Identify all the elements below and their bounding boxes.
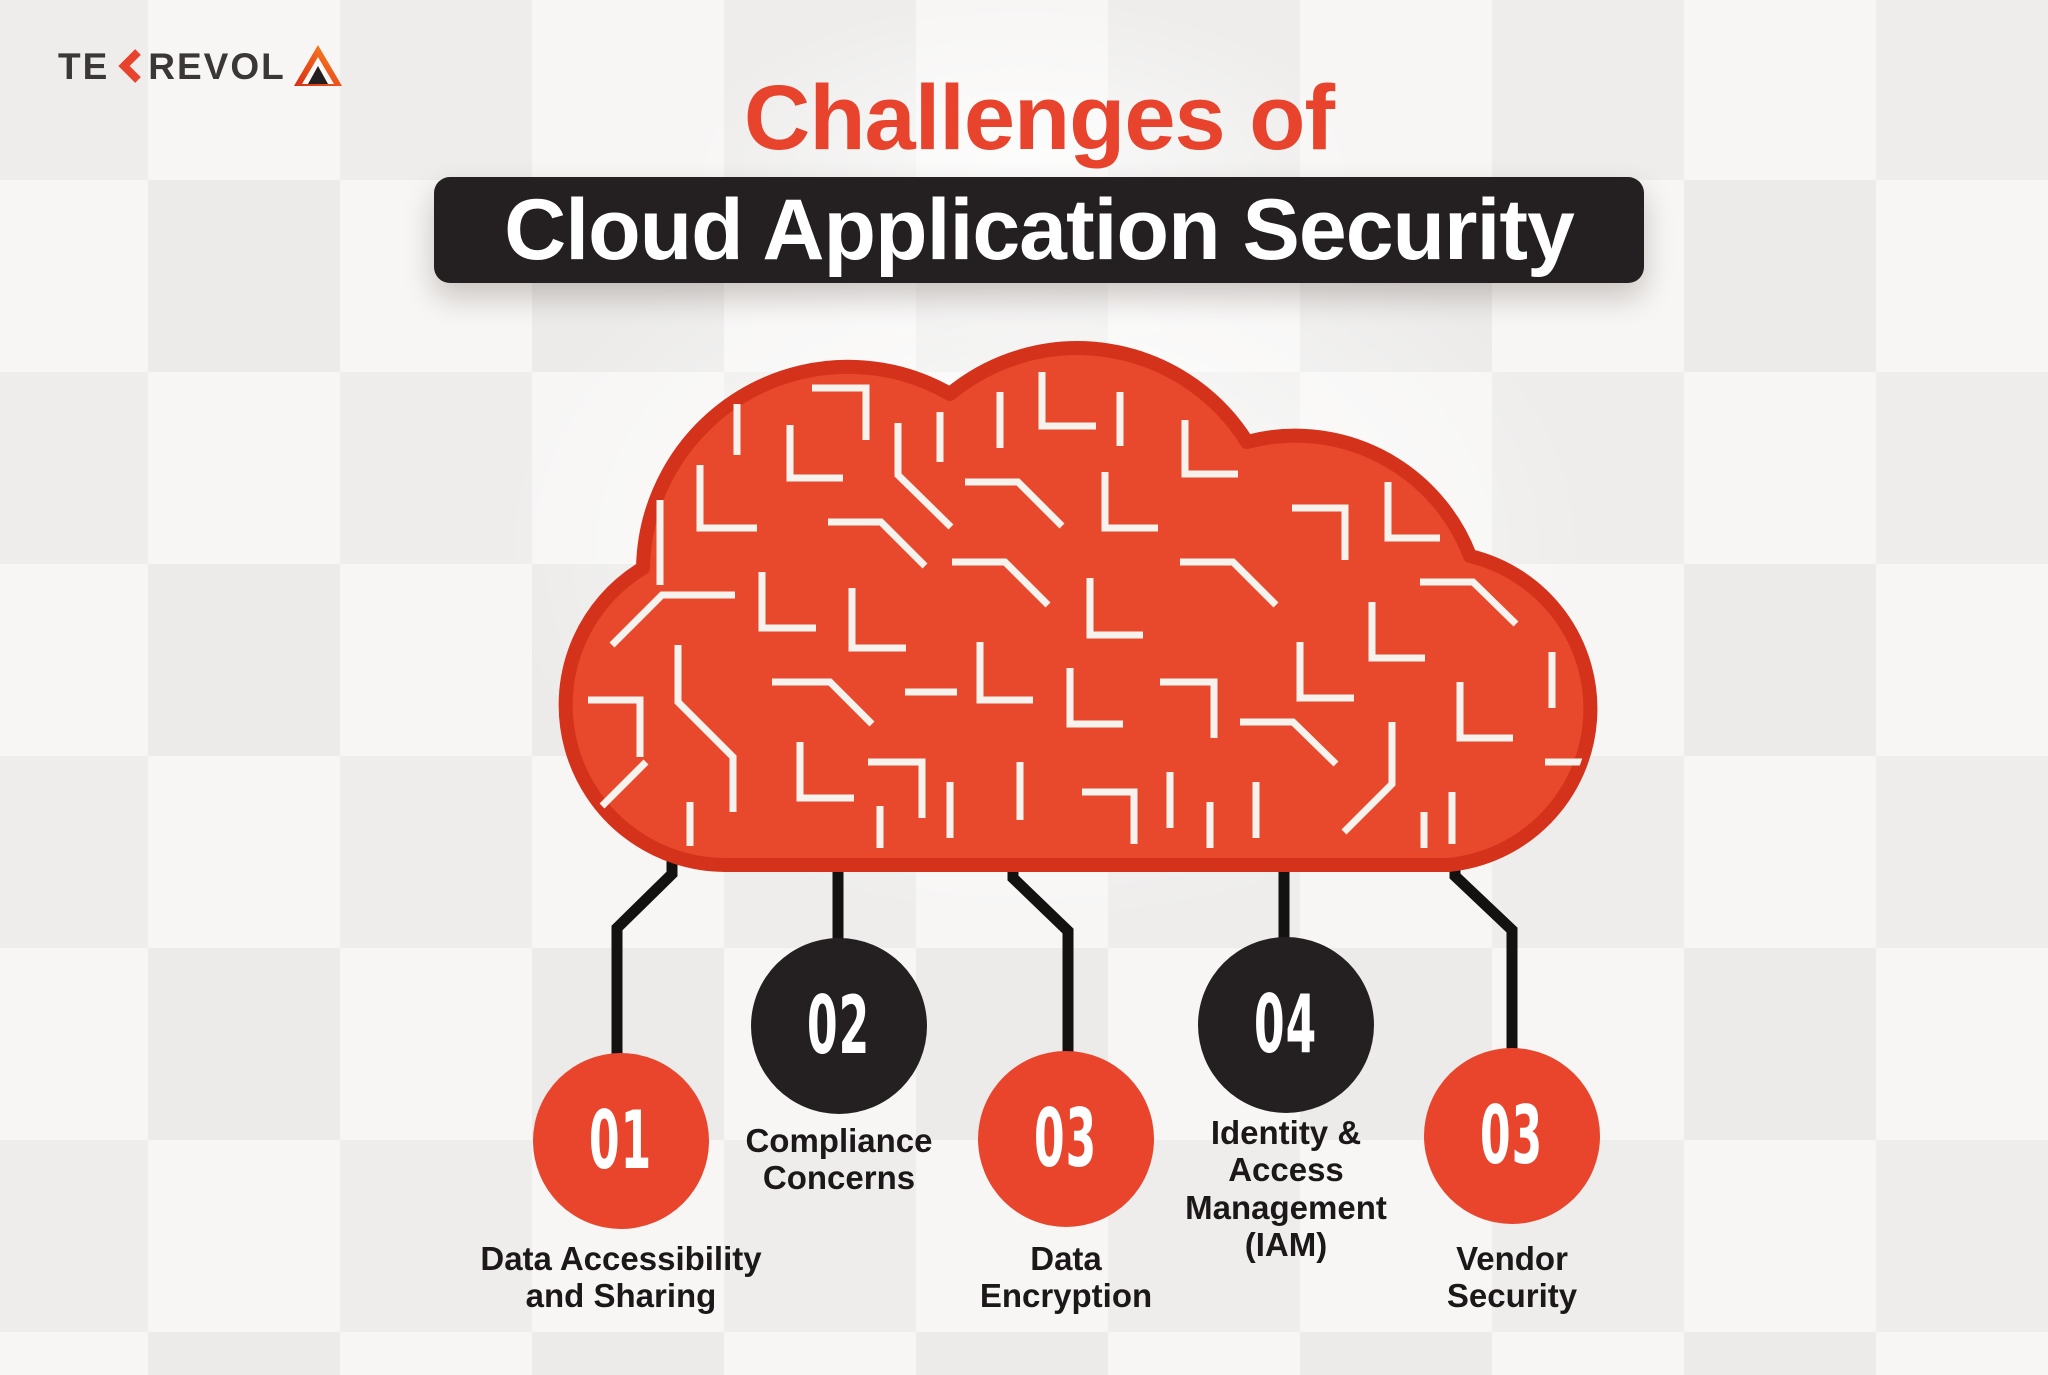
connector-5 [1449,846,1518,1055]
connector-1 [611,846,678,1060]
node-circle-4: 04 [1198,937,1374,1113]
node-circle-5: 03 [1424,1048,1600,1224]
node-circle-3: 03 [978,1051,1154,1227]
node-number-3: 03 [1034,1092,1098,1185]
node-number-1: 01 [589,1094,653,1187]
node-number-5: 03 [1480,1089,1544,1182]
logo-wordmark-left: TE [58,45,110,87]
connector-3 [1007,846,1074,1058]
node-number-4: 04 [1254,978,1318,1071]
tekrevol-triangle-icon [293,45,342,86]
title-line1: Challenges of [743,67,1335,169]
logo-wordmark-right: REVOL [148,45,286,87]
node-label-1: Data Accessibility and Sharing [480,1240,762,1315]
node-label-3: Data Encryption [979,1240,1153,1315]
circuit-pattern [588,372,1591,848]
title-bar: Cloud Application Security [434,177,1644,283]
node-circle-1: 01 [533,1053,709,1229]
node-label-2: Compliance Concerns [745,1122,933,1197]
chevron-left-icon [118,49,142,83]
title-line2: Cloud Application Security [504,182,1575,278]
node-number-2: 02 [807,979,871,1072]
node-label-5: Vendor Security [1446,1240,1578,1315]
node-label-4: Identity & Access Management (IAM) [1185,1114,1387,1263]
brand-logo: TE REVOL [58,44,343,88]
node-circle-2: 02 [751,938,927,1114]
